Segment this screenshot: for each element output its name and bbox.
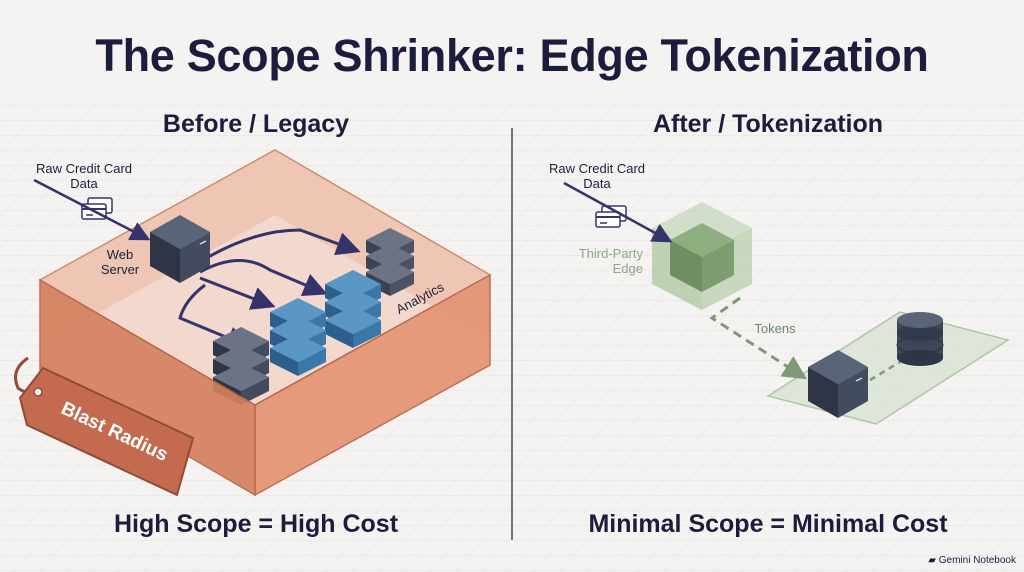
flow-arrows — [178, 228, 361, 350]
tokens-label: Tokens — [754, 321, 796, 336]
flow-arrow-blue-right — [199, 259, 328, 297]
raw-data-label-line-1: Raw Credit Card — [36, 161, 132, 176]
branding-label: ▰ Gemini Notebook — [928, 555, 1016, 566]
web-server-cube — [150, 215, 210, 283]
scope-box-front-wall-right — [254, 273, 491, 497]
raw-data-label-line-2: Data — [583, 176, 611, 191]
database-link — [869, 360, 901, 382]
left-panel: Blast Radius Raw Credit Card Data Web Se… — [14, 149, 492, 497]
tokens-arrow — [709, 296, 808, 380]
input-arrow-right — [563, 181, 673, 243]
raw-data-label-line-2: Data — [70, 176, 98, 191]
analytics-server-stack — [366, 228, 414, 296]
left-panel-footer: High Scope = High Cost — [113, 510, 399, 538]
input-arrow-left — [33, 178, 151, 241]
page-title: The Scope Shrinker: Edge Tokenization — [95, 30, 929, 81]
third-party-edge — [652, 202, 752, 310]
left-panel-heading: Before / Legacy — [162, 110, 350, 138]
blue-server-stack-center — [270, 298, 326, 376]
right-panel-footer: Minimal Scope = Minimal Cost — [588, 510, 948, 538]
flow-arrow-dark-stack — [178, 283, 251, 350]
web-server-label-line-1: Web — [107, 247, 134, 262]
database-icon — [896, 312, 944, 366]
flow-arrow-blue-center — [199, 276, 276, 310]
branding-text: Gemini Notebook — [938, 555, 1016, 566]
right-panel: Tokens Raw Credit Card Data — [549, 161, 1010, 425]
edge-label-line-1: Third-Party — [579, 246, 644, 261]
web-server-label-line-2: Server — [101, 262, 140, 277]
blue-server-stack-right — [325, 270, 381, 348]
credit-card-icon — [595, 205, 627, 228]
right-panel-heading: After / Tokenization — [652, 110, 884, 138]
token-server-cube — [808, 350, 868, 418]
raw-data-label-line-1: Raw Credit Card — [549, 161, 645, 176]
notebook-icon: ▰ — [928, 555, 936, 566]
edge-label-line-2: Edge — [613, 261, 643, 276]
